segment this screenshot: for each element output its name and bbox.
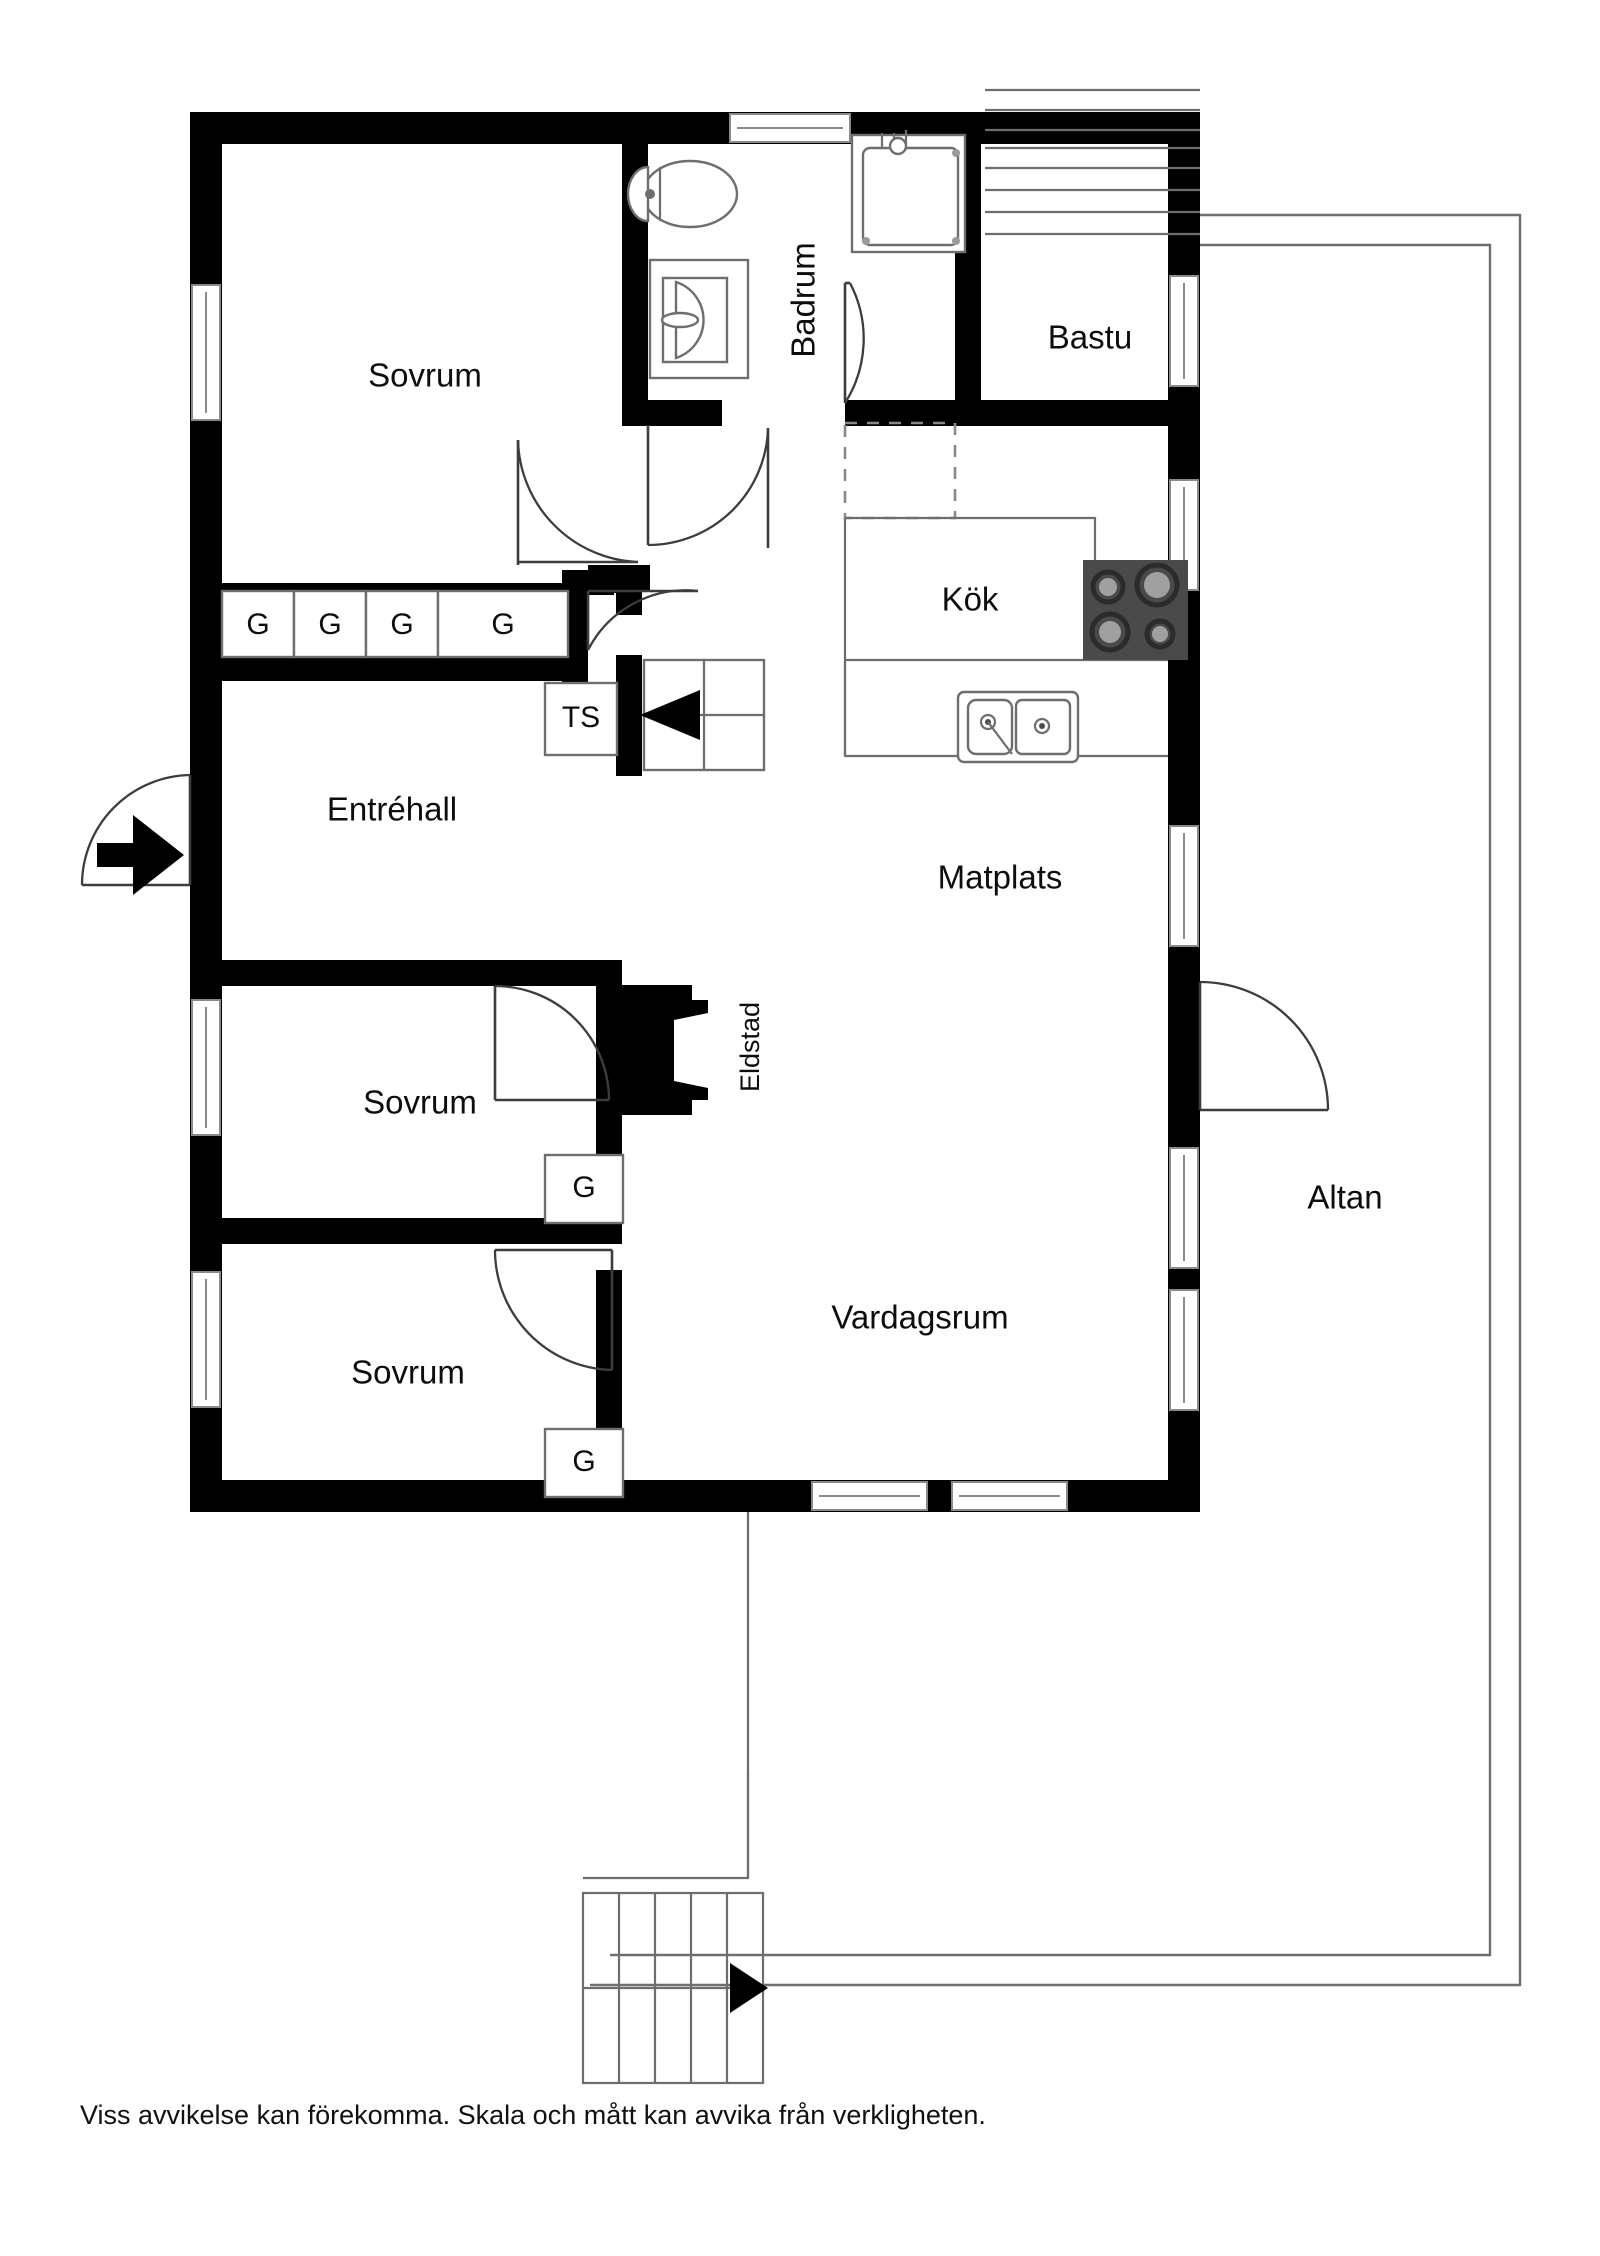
closet-label-laundry: TS [562,701,600,734]
room-label-sovrum-bottom: Sovrum [351,1354,465,1391]
room-labels: Sovrum Badrum Bastu Kök Entréhall Matpla… [327,242,1383,1391]
stair-direction-arrow [730,1963,768,2013]
window-sovrum-top-left [191,284,221,421]
room-label-vardagsrum: Vardagsrum [831,1299,1008,1336]
door-sovrum-bottom [493,1248,614,1372]
room-label-entrehall: Entréhall [327,791,457,828]
exterior-stairs-icon [581,1770,768,2085]
door-terrace [1198,980,1330,1112]
window-sovrum-bottom-left [191,1271,221,1408]
room-label-kok: Kök [942,581,999,618]
disclaimer-note: Viss avvikelse kan förekomma. Skala och … [80,2100,986,2130]
toilet-icon [626,159,739,229]
room-label-sovrum-mid: Sovrum [363,1084,477,1121]
shower-cabin-icon [850,130,967,254]
closet-label-hall-4: G [491,608,514,641]
room-label-sovrum-top: Sovrum [368,357,482,394]
room-label-matplats: Matplats [938,859,1063,896]
kitchen-sink-icon [956,690,1080,764]
entrance-direction-arrow [97,815,184,895]
closet-label-hall-3: G [390,608,413,641]
door-badrum [646,425,770,548]
stove-icon [1083,560,1188,660]
window-vardagsrum-right-1 [1169,1147,1199,1269]
window-vardagsrum-right-2 [1169,1289,1199,1411]
sauna-bench-icon [985,88,1200,236]
closet-label-sovrum-mid: G [572,1171,595,1204]
window-sovrum-mid-left [191,999,221,1136]
fireplace-icon [622,985,708,1115]
deck-outline [590,213,1522,1987]
room-label-bastu: Bastu [1048,319,1132,356]
washbasin-icon [648,258,750,380]
door-entrance [80,773,192,895]
door-hall-corridor [586,589,699,651]
doors [80,281,1330,1372]
closet-label-sovrum-bottom: G [572,1445,595,1478]
window-bastu-right [1169,275,1199,387]
door-sovrum-top [516,439,639,565]
room-label-badrum: Badrum [785,242,822,358]
closet-label-hall-2: G [318,608,341,641]
room-label-eldstad: Eldstad [735,1002,765,1092]
window-bottom-2 [951,1481,1068,1511]
door-sovrum-mid [493,984,611,1102]
room-label-altan: Altan [1307,1179,1382,1216]
window-bottom-1 [811,1481,928,1511]
window-badrum-top [729,113,851,143]
stair-direction-arrow [640,690,700,740]
closet-labels: G G G G TS G G [246,608,600,1478]
interior-stairs-icon [640,658,766,772]
closet-label-hall-1: G [246,608,269,641]
door-bastu [843,281,865,404]
closet-row [220,589,625,1499]
window-matplats-right [1169,825,1199,947]
